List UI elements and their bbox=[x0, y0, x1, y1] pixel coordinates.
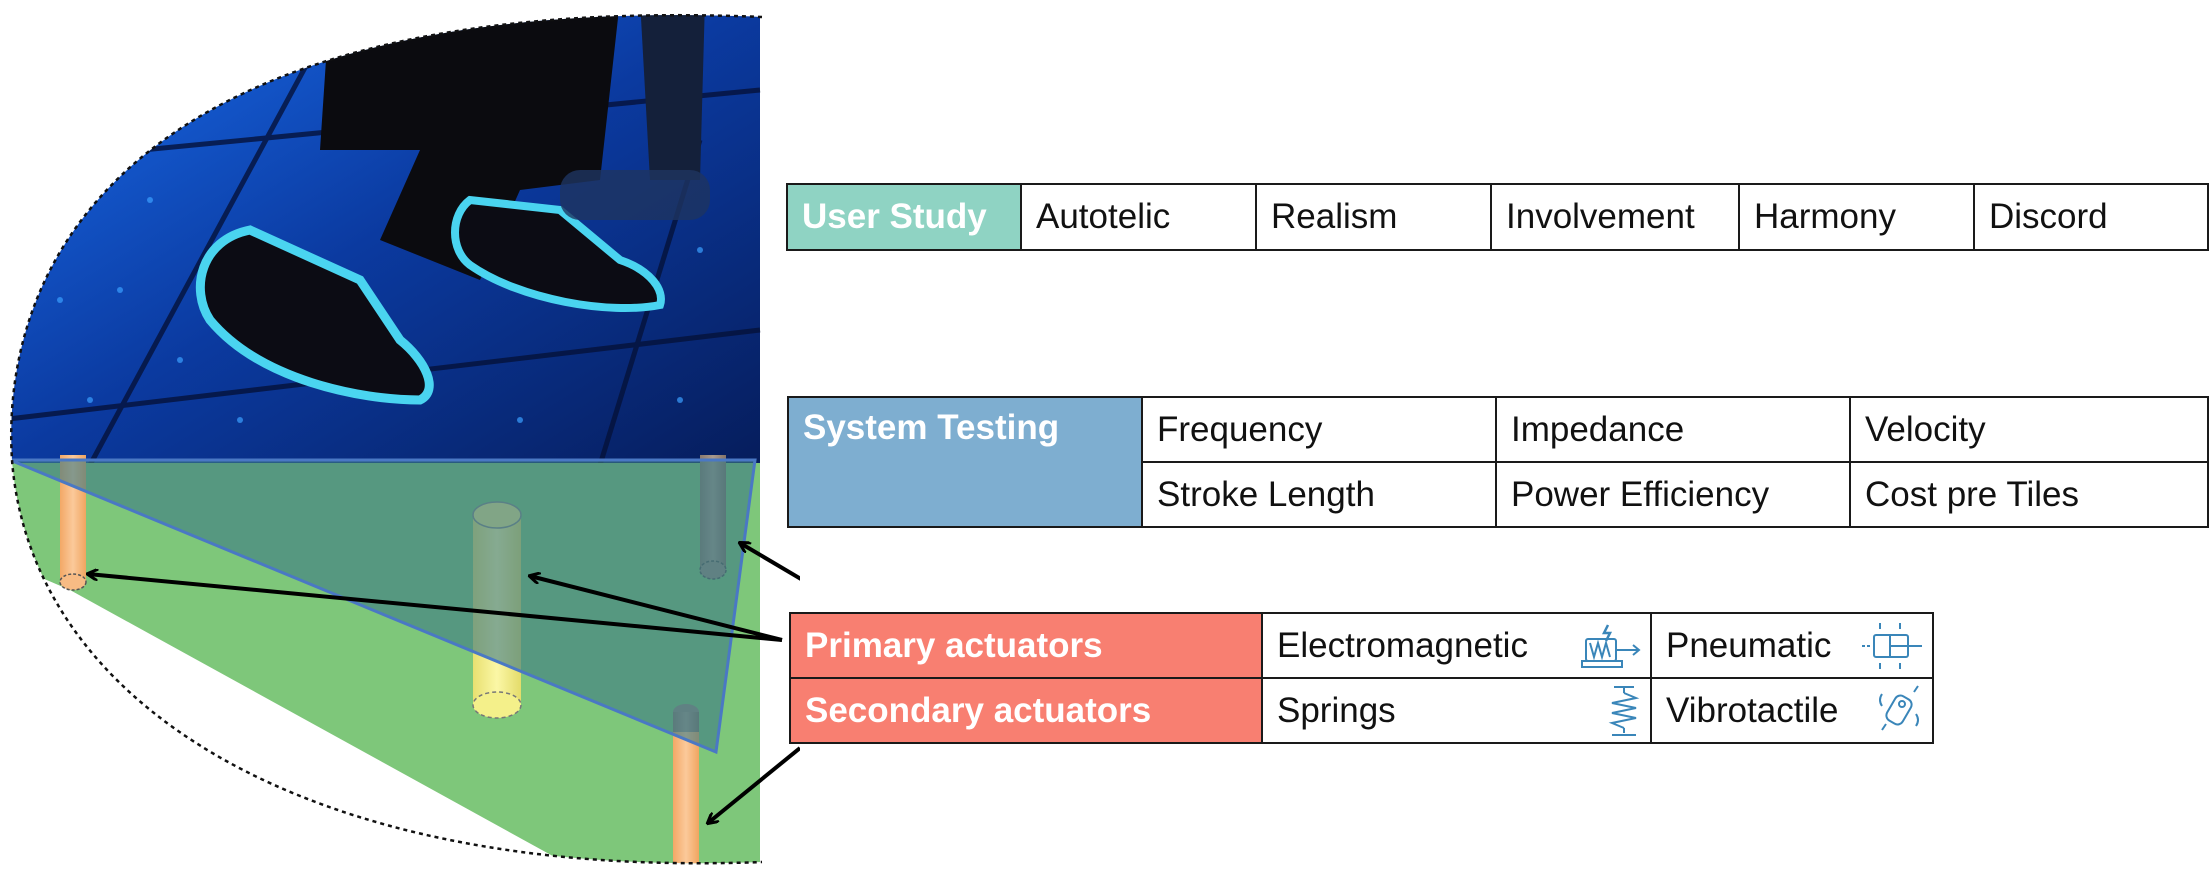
user-study-header: User Study bbox=[786, 183, 1022, 251]
actuator-springs: Springs bbox=[1261, 677, 1652, 744]
metric-impedance: Impedance bbox=[1495, 396, 1851, 463]
pneumatic-cylinder-icon bbox=[1862, 622, 1922, 669]
arrow-to-right-top-cylinder bbox=[740, 543, 800, 581]
actuator-pneumatic-label: Pneumatic bbox=[1666, 625, 1832, 665]
spring-icon bbox=[1608, 685, 1640, 736]
vibration-motor-icon bbox=[1879, 684, 1919, 731]
arrow-to-left-cylinder bbox=[88, 574, 783, 642]
actuator-vibrotactile-label: Vibrotactile bbox=[1666, 690, 1839, 730]
primary-actuators-header: Primary actuators bbox=[789, 612, 1263, 679]
metric-velocity: Velocity bbox=[1849, 396, 2209, 463]
metric-autotelic: Autotelic bbox=[1020, 183, 1257, 251]
metric-harmony: Harmony bbox=[1738, 183, 1975, 251]
metric-involvement: Involvement bbox=[1490, 183, 1740, 251]
metric-frequency: Frequency bbox=[1141, 396, 1497, 463]
floor-photo bbox=[11, 15, 761, 467]
metric-stroke-length: Stroke Length bbox=[1141, 461, 1497, 528]
floor-tile-illustration bbox=[10, 14, 800, 865]
system-testing-table: System Testing Frequency Impedance Veloc… bbox=[787, 396, 2209, 528]
glass-panel bbox=[11, 458, 757, 755]
user-study-table: User Study Autotelic Realism Involvement… bbox=[786, 183, 2209, 251]
actuator-pneumatic: Pneumatic bbox=[1650, 612, 1934, 679]
actuators-table: Primary actuators Electromagnetic bbox=[789, 612, 1934, 744]
metric-cost-per-tile: Cost pre Tiles bbox=[1849, 461, 2209, 528]
arrow-to-center-cylinder bbox=[530, 576, 783, 642]
metric-discord: Discord bbox=[1973, 183, 2209, 251]
actuator-electromagnetic: Electromagnetic bbox=[1261, 612, 1652, 679]
system-testing-header: System Testing bbox=[787, 396, 1143, 528]
zoom-outline bbox=[10, 14, 763, 865]
callout-arrows bbox=[88, 543, 800, 823]
electromagnetic-actuator-icon bbox=[1581, 623, 1641, 668]
secondary-actuators-header: Secondary actuators bbox=[789, 677, 1263, 744]
arrow-to-bottom-cylinder bbox=[708, 746, 800, 823]
actuator-electromagnetic-label: Electromagnetic bbox=[1277, 625, 1528, 665]
actuator-vibrotactile: Vibrotactile bbox=[1650, 677, 1934, 744]
actuator-springs-label: Springs bbox=[1277, 690, 1396, 730]
metric-realism: Realism bbox=[1255, 183, 1492, 251]
metric-power-efficiency: Power Efficiency bbox=[1495, 461, 1851, 528]
